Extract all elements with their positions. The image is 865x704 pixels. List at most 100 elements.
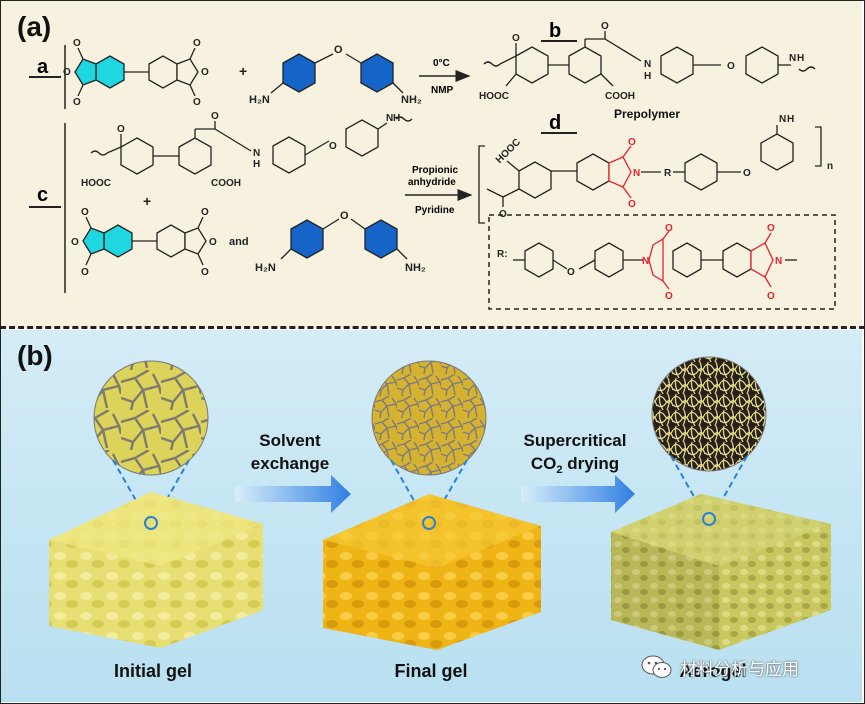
svg-text:Propionic: Propionic: [412, 165, 459, 176]
label-aerogel: Aerogel: [679, 661, 746, 681]
svg-text:0°C: 0°C: [433, 58, 450, 69]
svg-text:d: d: [549, 112, 561, 134]
reaction-scheme: a c b d O O O: [29, 20, 836, 310]
prepolymer-structure: [483, 31, 816, 87]
svg-text:N: N: [633, 168, 640, 179]
svg-text:N: N: [779, 114, 786, 125]
svg-text:O: O: [727, 61, 735, 72]
svg-text:c: c: [37, 184, 48, 206]
reaction-arrow-2: Propionic anhydride Pyridine: [405, 165, 473, 216]
bpda-molecule-top: [74, 47, 199, 97]
svg-text:O: O: [73, 97, 81, 108]
prepolymer-reactant: [90, 116, 413, 175]
row-label-d: d: [541, 112, 577, 134]
aerogel-illustration: [611, 356, 831, 650]
label-final-gel: Final gel: [394, 661, 467, 681]
svg-text:O: O: [201, 267, 209, 278]
row-label-a: a: [29, 45, 66, 109]
svg-text:n: n: [827, 161, 833, 172]
svg-text:H: H: [253, 159, 260, 170]
final-gel-illustration: [323, 360, 541, 650]
prepolymer-label: Prepolymer: [614, 107, 680, 121]
svg-text:R:: R:: [497, 249, 508, 260]
svg-text:O: O: [628, 137, 636, 148]
svg-text:O: O: [211, 111, 219, 122]
row-label-c: c: [29, 123, 66, 293]
and-word: and: [229, 236, 249, 248]
svg-text:O: O: [334, 44, 343, 56]
process-arrow-2: [521, 475, 635, 513]
oda-molecule-bottom: [280, 218, 408, 260]
svg-text:O: O: [193, 38, 201, 49]
svg-text:H: H: [787, 114, 794, 125]
plus-sign: +: [239, 63, 247, 79]
gel-process-illustration: Solvent exchange Supercritical CO2 dryin…: [49, 356, 831, 681]
svg-text:N: N: [253, 148, 260, 159]
svg-text:N: N: [386, 113, 393, 124]
watermark: 材料分析与应用: [640, 650, 860, 684]
step1-line1: Solvent: [259, 431, 321, 450]
svg-text:N: N: [775, 256, 782, 267]
svg-text:O: O: [743, 168, 751, 179]
panel-a-tag: (a): [17, 11, 52, 42]
svg-text:anhydride: anhydride: [408, 177, 456, 188]
svg-text:H: H: [393, 113, 400, 124]
label-initial-gel: Initial gel: [114, 661, 192, 681]
svg-text:N: N: [789, 53, 796, 64]
svg-text:O: O: [71, 237, 79, 248]
svg-text:R: R: [664, 168, 672, 179]
polyimide-structure: [478, 125, 822, 224]
svg-text:NMP: NMP: [431, 85, 454, 96]
svg-text:O: O: [117, 124, 125, 135]
step2-line2: CO2 drying: [531, 454, 619, 476]
svg-text:H₂N: H₂N: [249, 94, 270, 106]
svg-text:O: O: [340, 210, 349, 222]
svg-text:HOOC: HOOC: [81, 178, 111, 189]
svg-text:O: O: [665, 223, 673, 234]
svg-text:NH₂: NH₂: [405, 262, 426, 274]
panel-divider: [0, 326, 865, 329]
step1-line2: exchange: [251, 454, 329, 473]
svg-text:Pyridine: Pyridine: [415, 205, 455, 216]
wechat-icon: [641, 655, 672, 678]
svg-text:O: O: [601, 21, 609, 32]
svg-text:H₂N: H₂N: [255, 262, 276, 274]
svg-text:H: H: [797, 53, 804, 64]
svg-text:O: O: [767, 291, 775, 302]
svg-text:O: O: [63, 67, 71, 78]
svg-text:O: O: [81, 267, 89, 278]
svg-text:O: O: [628, 199, 636, 210]
svg-text:H: H: [644, 71, 651, 82]
svg-text:NH₂: NH₂: [401, 94, 422, 106]
svg-text:N: N: [644, 59, 651, 70]
reaction-arrow-1: 0°C NMP: [419, 58, 471, 96]
panel-a: (a) a c b d: [1, 1, 862, 328]
initial-gel-illustration: [49, 360, 263, 648]
bpda-molecule-bottom: [82, 216, 207, 266]
svg-text:O: O: [767, 223, 775, 234]
panel-b: (b): [1, 330, 862, 702]
svg-text:O: O: [201, 207, 209, 218]
svg-text:O: O: [665, 291, 673, 302]
svg-text:O: O: [201, 67, 209, 78]
svg-text:COOH: COOH: [605, 91, 635, 102]
svg-text:COOH: COOH: [211, 178, 241, 189]
oda-molecule-top: [270, 53, 404, 94]
svg-text:O: O: [209, 237, 217, 248]
plus-sign-2: +: [143, 193, 151, 209]
process-arrow-1: [235, 475, 351, 513]
step2-line1: Supercritical: [524, 431, 627, 450]
row-label-b: b: [541, 20, 577, 42]
svg-text:O: O: [329, 141, 337, 152]
svg-text:HOOC: HOOC: [479, 91, 509, 102]
r-group-box: R: O N O O O: [488, 214, 836, 310]
svg-text:b: b: [549, 20, 561, 42]
svg-text:O: O: [193, 97, 201, 108]
svg-text:O: O: [73, 38, 81, 49]
svg-text:N: N: [642, 256, 649, 267]
svg-text:O: O: [81, 207, 89, 218]
svg-text:a: a: [37, 56, 49, 78]
watermark-text: 材料分析与应用: [680, 659, 799, 680]
svg-text:O: O: [567, 267, 575, 278]
panel-b-tag: (b): [17, 340, 53, 371]
